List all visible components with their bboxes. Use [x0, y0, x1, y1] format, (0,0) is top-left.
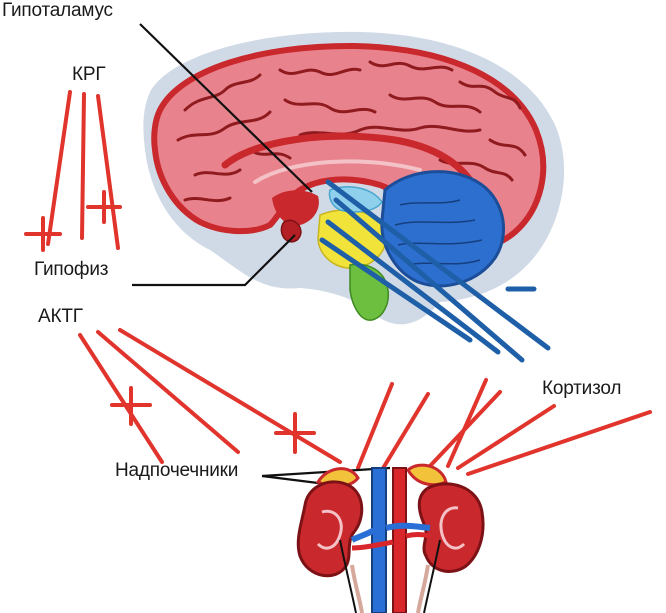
plus-sign-icon	[24, 216, 62, 252]
label-adrenals: Надпочечники	[115, 460, 238, 481]
cerebellum	[380, 170, 506, 288]
adrenal-gland-right	[406, 463, 448, 487]
kidney-right	[417, 482, 485, 573]
vena-cava	[371, 467, 387, 613]
cerebellum-folia	[394, 199, 483, 266]
pituitary-gland	[280, 219, 302, 243]
pituitary-pointer	[132, 234, 296, 287]
adrenal-pointer-left	[261, 474, 327, 486]
cortisol-release-arrows	[356, 378, 652, 476]
label-cortisol: Кортизол	[542, 378, 621, 399]
acth-stimulation-arrows	[78, 328, 342, 464]
hypothalamus-pointer	[139, 23, 313, 193]
plus-sign-icon	[110, 386, 152, 426]
inhibitory-feedback-arrows	[319, 179, 551, 363]
crh-stimulation-arrows	[46, 90, 120, 250]
corpus-callosum	[221, 132, 474, 184]
brain	[151, 42, 547, 321]
hypothalamus-region	[272, 190, 319, 226]
label-crh: КРГ	[72, 64, 105, 85]
kidneys-and-adrenals	[296, 463, 485, 613]
kidney-left	[296, 480, 364, 578]
plus-sign-icon	[274, 412, 316, 454]
label-acth: АКТГ	[38, 306, 83, 327]
plus-sign-icon	[86, 190, 122, 224]
label-hypothalamus: Гипоталамус	[2, 0, 113, 21]
aorta	[392, 467, 407, 613]
label-pituitary: Гипофиз	[34, 259, 108, 280]
